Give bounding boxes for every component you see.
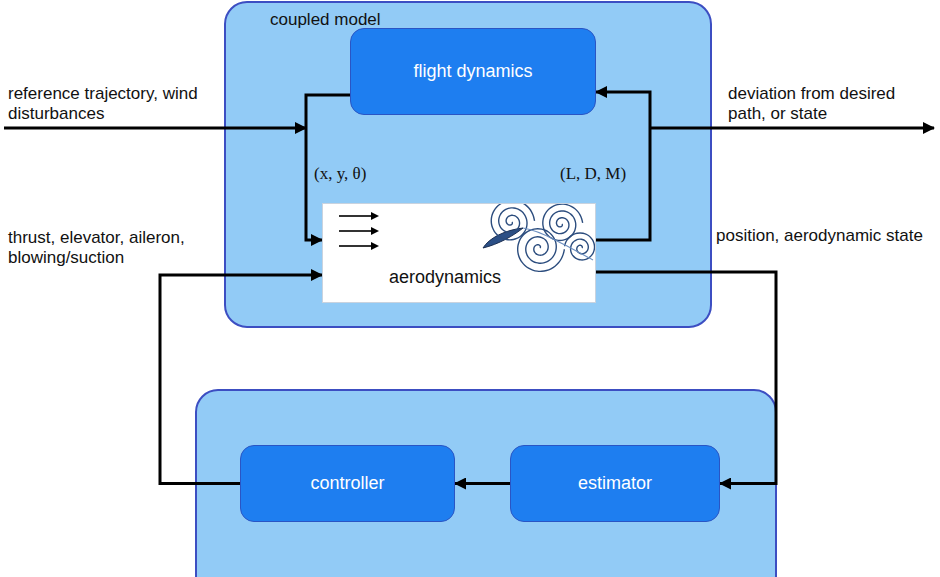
input-arrow [4, 127, 306, 130]
process-box: estimator [510, 445, 720, 522]
edge-label: thrust, elevator, aileron, blowing/sucti… [8, 228, 223, 269]
feedback-panel [196, 390, 776, 577]
flow-arrow [339, 215, 371, 217]
process-box: flight dynamics [350, 28, 596, 115]
vortex [543, 204, 583, 240]
edge-label: (L, D, M) [560, 164, 626, 184]
edge-label: (x, y, θ) [314, 164, 366, 184]
process-box: controller [240, 445, 455, 522]
flow-arrowhead [371, 227, 379, 235]
flow-arrow [339, 230, 371, 232]
node-label: estimator [578, 473, 652, 495]
wake-line [523, 228, 593, 260]
flow-arrowhead [371, 212, 379, 220]
vortex [491, 204, 534, 240]
node-label: controller [310, 473, 384, 495]
group-outline [225, 2, 711, 327]
signal-label: reference trajectory, wind disturbances [8, 84, 208, 125]
output-arrow [650, 127, 934, 130]
flow-arrow [339, 245, 371, 247]
group-box: flight dynamics aerodynamics coupled model [225, 2, 711, 327]
flow-arrowhead [371, 242, 379, 250]
signal-label: deviation from desired path, or state [728, 84, 928, 125]
flow-connector [455, 482, 510, 485]
node-label: flight dynamics [413, 61, 532, 83]
node-label: coupled model [270, 10, 381, 30]
node-label: aerodynamics [389, 267, 501, 289]
vortex [518, 229, 565, 272]
edge-label: position, aerodynamic state [716, 226, 926, 246]
illustration-box: aerodynamics [322, 203, 596, 303]
flow-illustration [323, 204, 595, 302]
